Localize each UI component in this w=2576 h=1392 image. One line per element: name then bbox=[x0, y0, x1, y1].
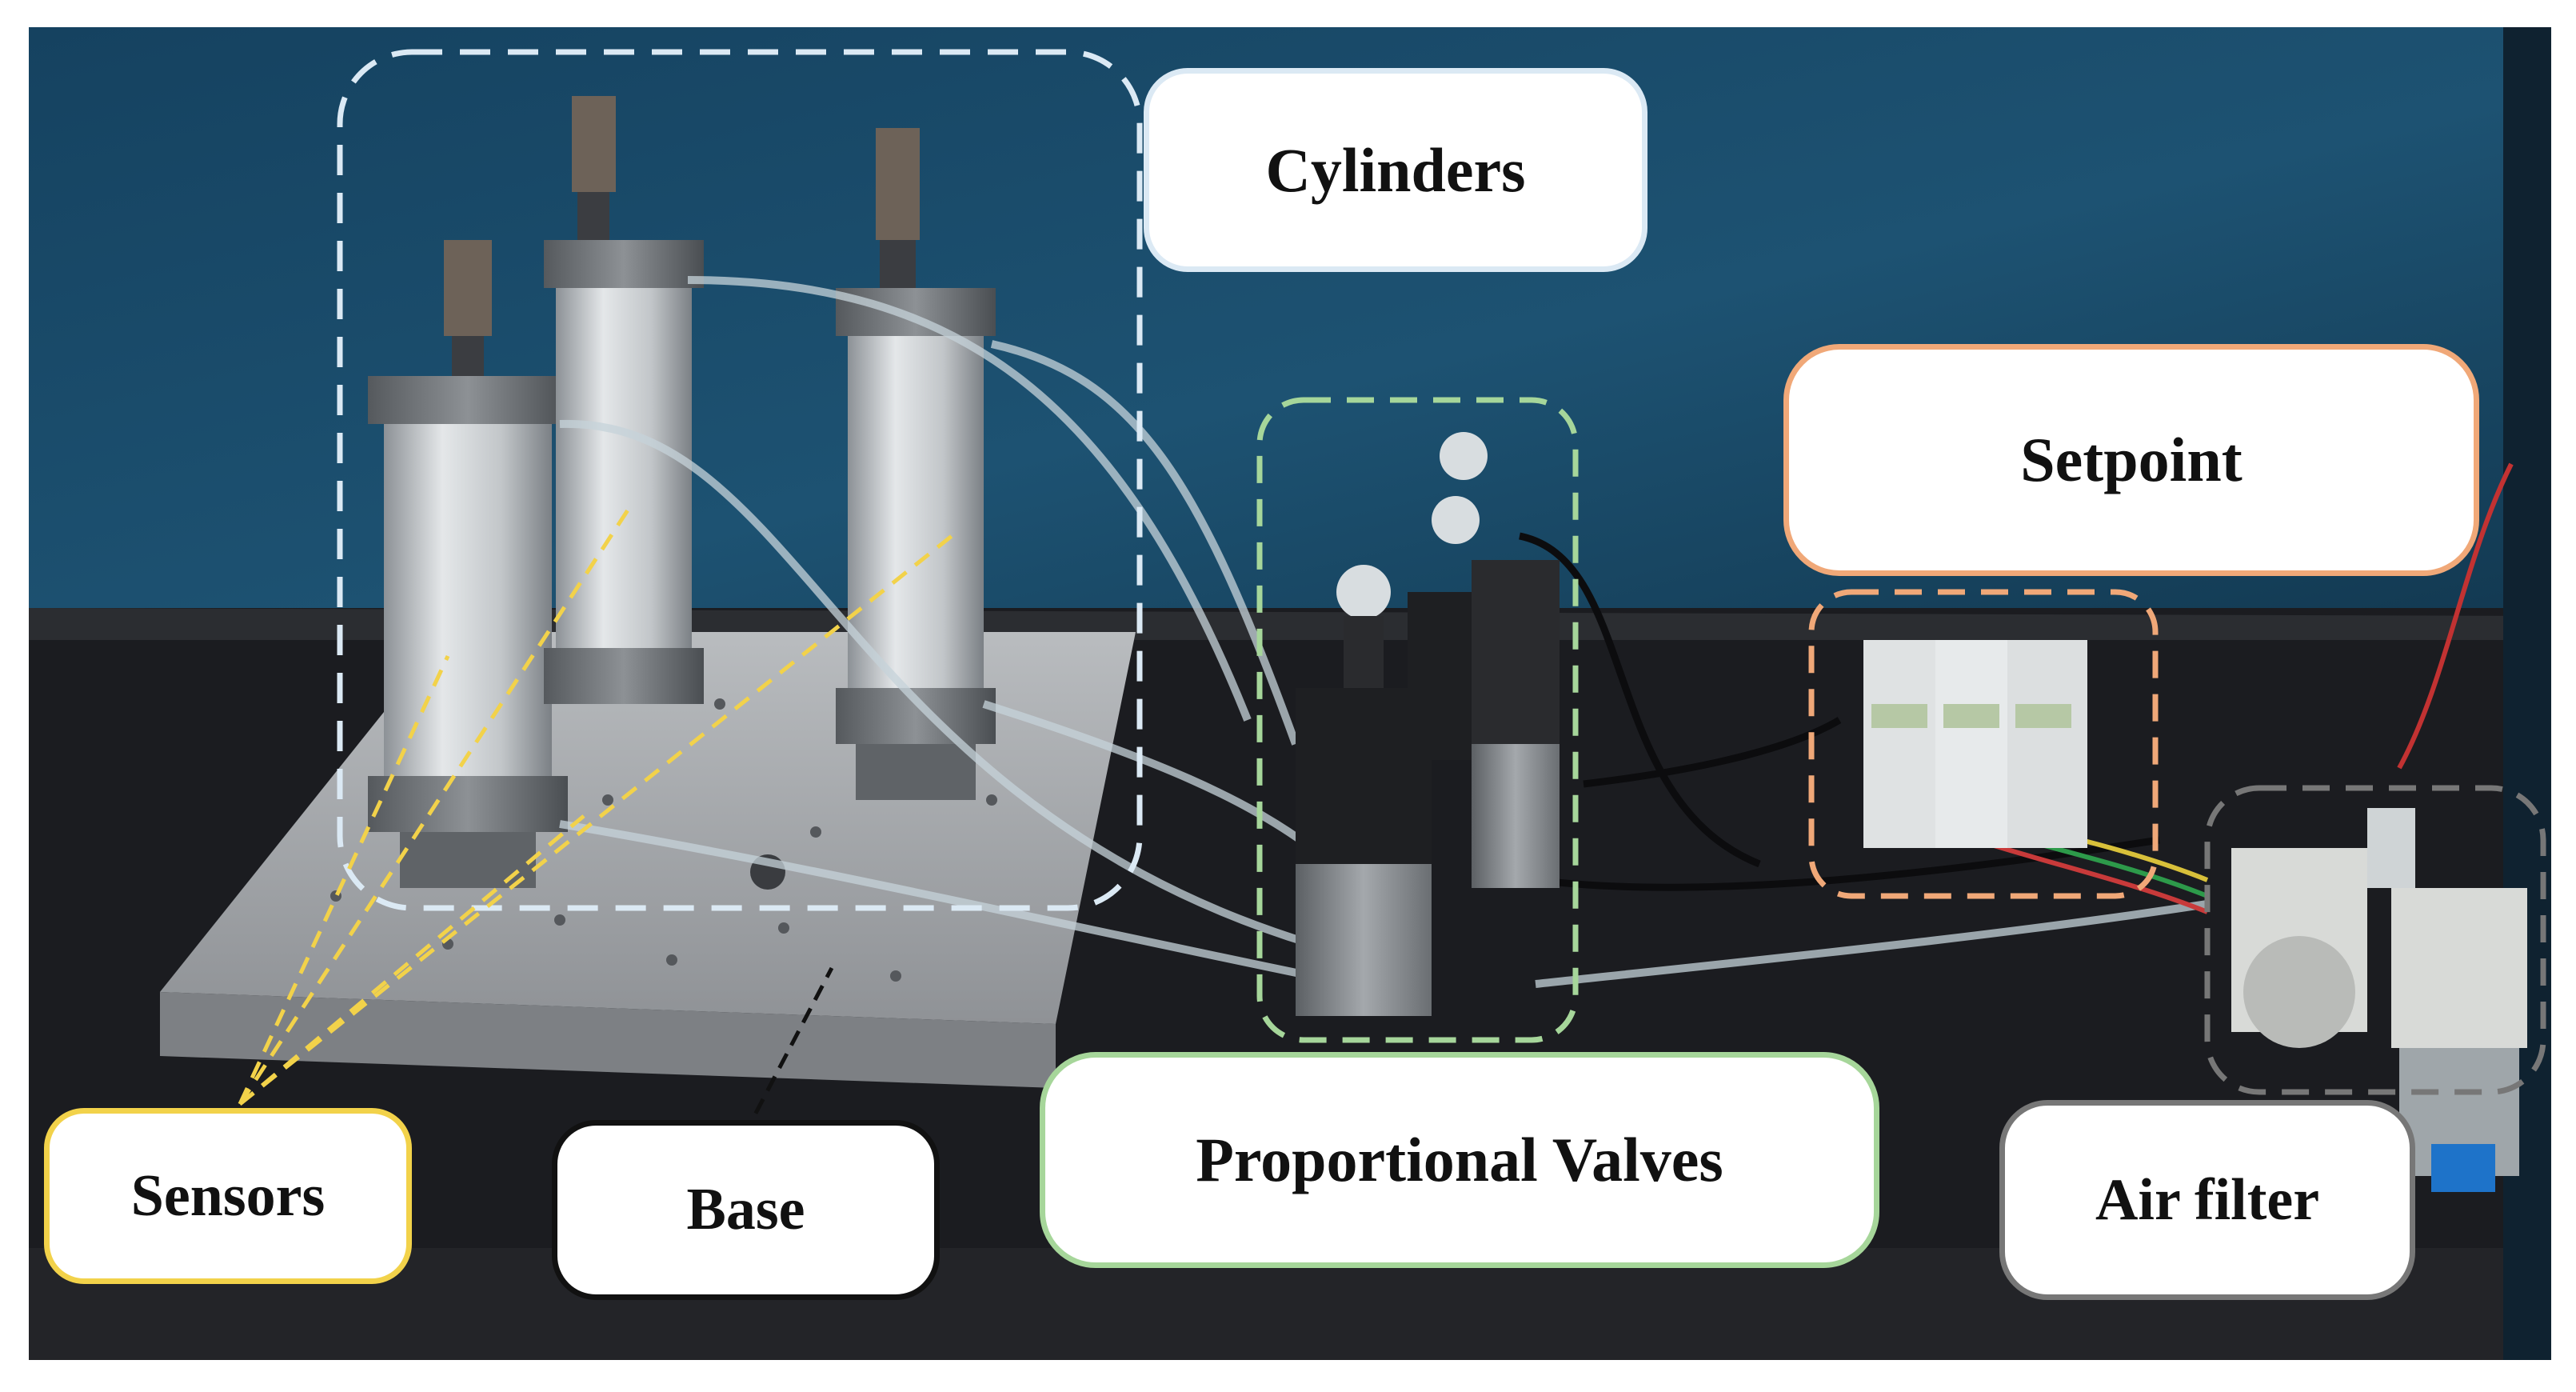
sensors-label: Sensors bbox=[44, 1108, 412, 1284]
valve-block-front bbox=[1296, 565, 1432, 1016]
setpoint-label: Setpoint bbox=[1783, 344, 2479, 576]
cylinders-label: Cylinders bbox=[1144, 68, 1647, 272]
valve-block-back bbox=[1408, 432, 1560, 888]
cylinder-left bbox=[368, 240, 568, 888]
air-filter-label: Air filter bbox=[1999, 1100, 2415, 1300]
base-label: Base bbox=[552, 1120, 940, 1300]
air-filter-region-outline bbox=[2204, 785, 2546, 1095]
setpoint-modules bbox=[1863, 640, 2087, 848]
cylinders-region-outline bbox=[337, 49, 1143, 911]
setpoint-region-outline bbox=[1808, 589, 2159, 899]
pneumatic-tubes bbox=[559, 276, 2208, 988]
cylinder-middle bbox=[544, 96, 704, 704]
cylinder-right bbox=[836, 128, 996, 800]
proportional-valves-label: Proportional Valves bbox=[1040, 1052, 1879, 1268]
base-leader-line bbox=[741, 966, 834, 1138]
air-filter-unit bbox=[2231, 808, 2527, 1192]
valves-region-outline bbox=[1256, 397, 1579, 1043]
base-plate-front bbox=[160, 992, 1056, 1088]
sensors-leader-lines bbox=[238, 502, 953, 1106]
